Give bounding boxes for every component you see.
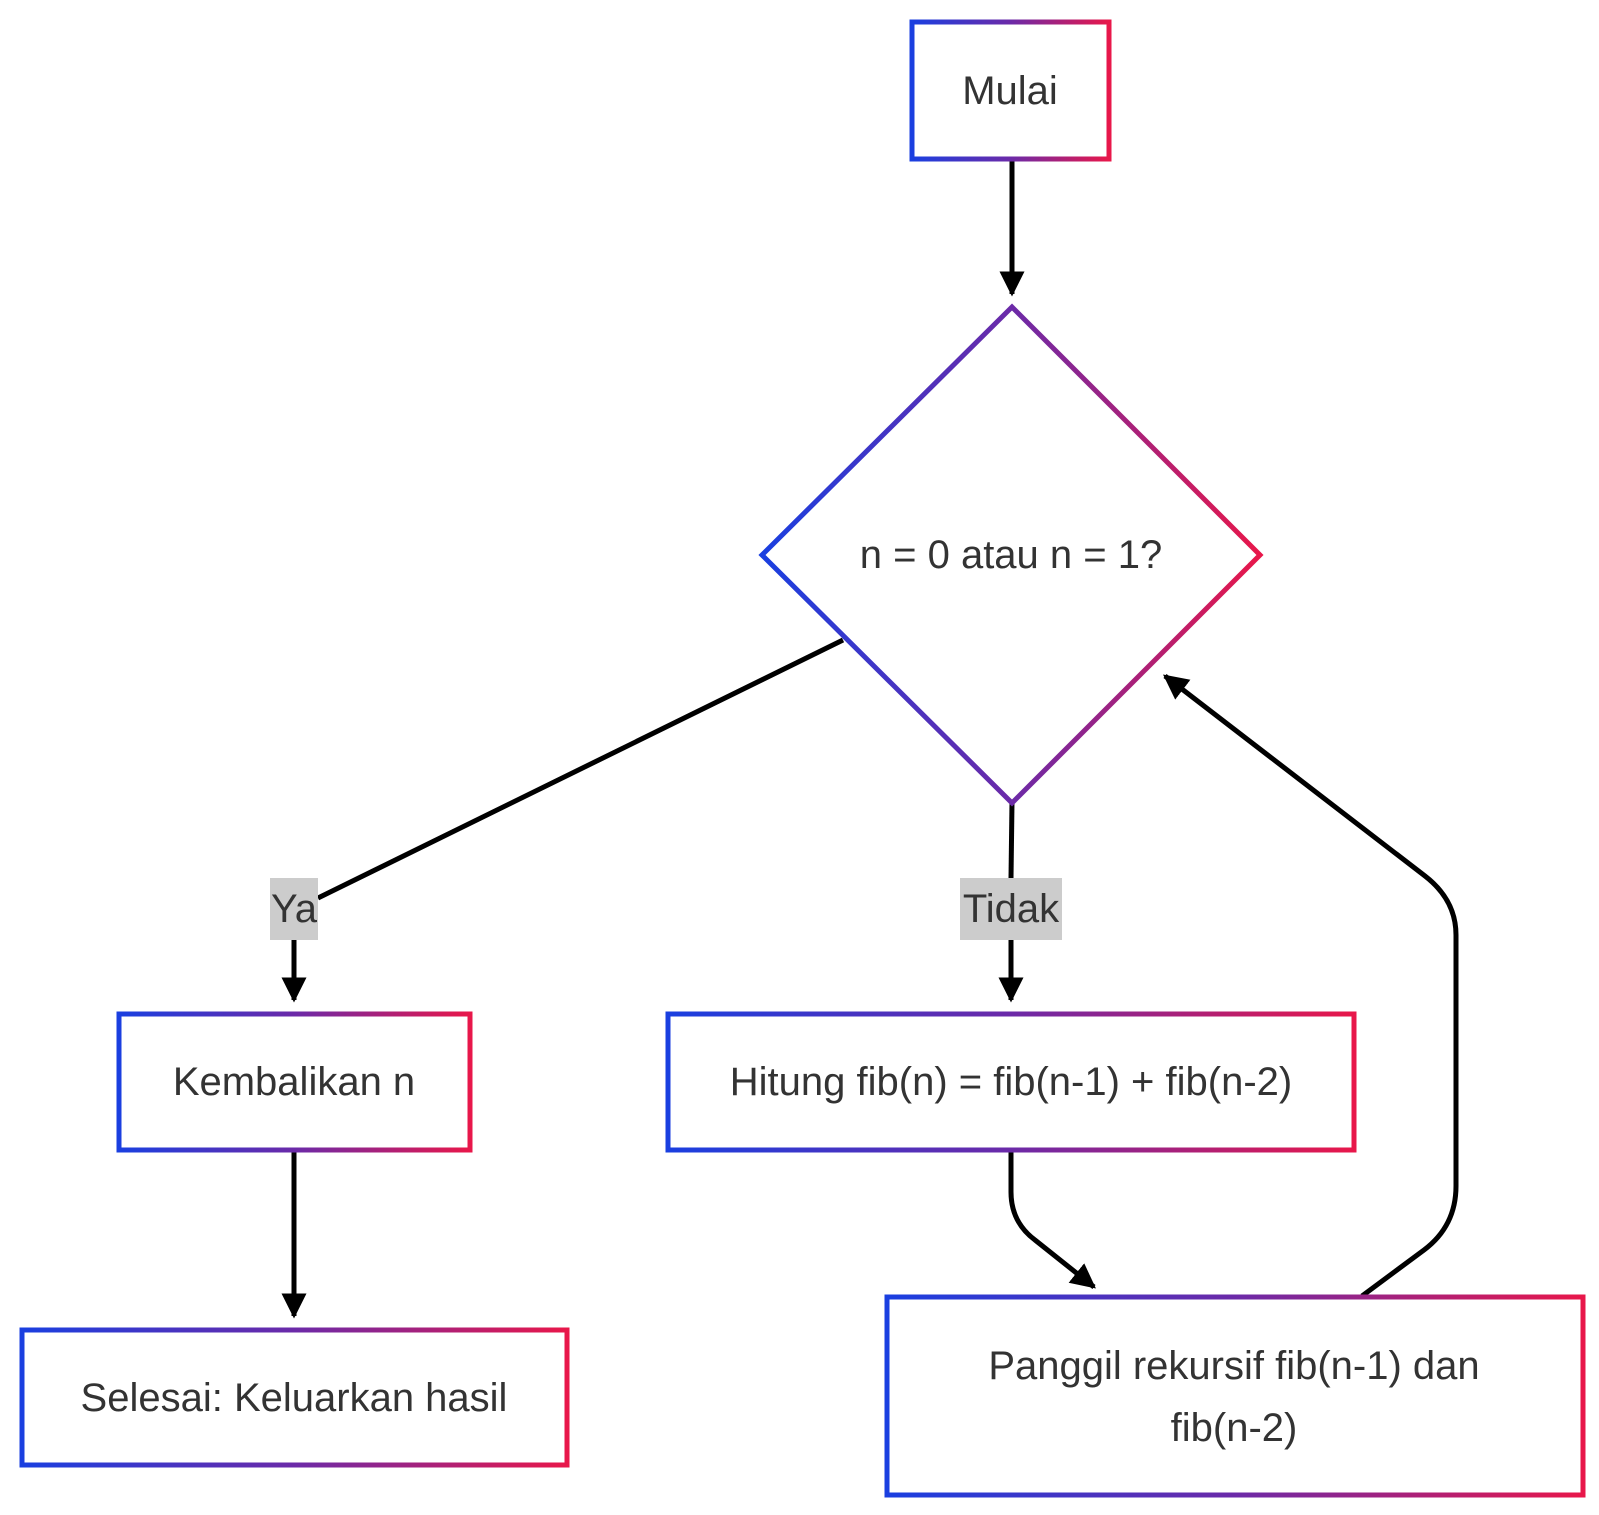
node-return-n-label: Kembalikan n: [173, 1060, 415, 1104]
edge-label-no: Tidak: [960, 878, 1062, 940]
edge-label-yes-text: Ya: [271, 887, 318, 931]
edge-recursive-to-decision: [1163, 674, 1459, 1299]
node-recursive-label-line2: fib(n-2): [1171, 1406, 1298, 1450]
node-end-box: [19, 1327, 570, 1468]
node-compute-label: Hitung fib(n) = fib(n-1) + fib(n-2): [730, 1060, 1292, 1104]
node-recursive-label-line1: Panggil rekursif fib(n-1) dan: [988, 1344, 1479, 1388]
node-start-box: [909, 19, 1112, 162]
edge-compute-to-recursive: [1008, 1150, 1096, 1289]
node-return-n-box: [116, 1011, 473, 1153]
node-start[interactable]: Mulai: [909, 19, 1112, 162]
edge-decision-to-yes: [316, 637, 845, 901]
node-end[interactable]: Selesai: Keluarkan hasil: [19, 1327, 570, 1468]
node-compute[interactable]: Hitung fib(n) = fib(n-1) + fib(n-2): [665, 1011, 1357, 1153]
node-recursive-box: [884, 1294, 1586, 1498]
node-end-label: Selesai: Keluarkan hasil: [81, 1376, 508, 1420]
edge-label-no-bg: [960, 878, 1062, 940]
edge-label-yes-bg: [270, 878, 318, 940]
node-return-n[interactable]: Kembalikan n: [116, 1011, 473, 1153]
node-start-label: Mulai: [962, 69, 1058, 113]
node-decision[interactable]: n = 0 atau n = 1?: [758, 303, 1264, 807]
node-decision-label: n = 0 atau n = 1?: [860, 533, 1162, 577]
edge-decision-to-no: [1008, 801, 1015, 879]
node-decision-diamond: [758, 303, 1264, 807]
node-recursive[interactable]: Panggil rekursif fib(n-1) dan fib(n-2): [884, 1294, 1586, 1498]
edges: [281, 160, 1459, 1319]
edge-label-no-text: Tidak: [963, 887, 1060, 931]
node-compute-box: [665, 1011, 1357, 1153]
edge-label-yes: Ya: [270, 878, 318, 940]
